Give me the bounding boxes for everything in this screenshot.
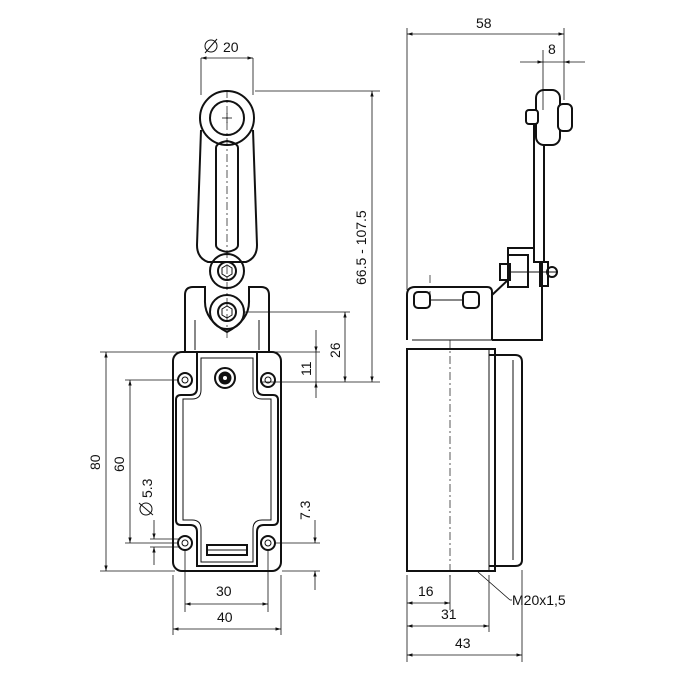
side-roller [525,89,573,146]
cover-screw [214,367,236,389]
hub-mount-height-value: 11 [298,361,314,376]
hole-spacing-horizontal-value: 30 [216,583,232,599]
side-head [406,275,493,341]
mounting-hole-top-right [260,372,276,388]
hole-diameter-label: 5.3 [138,478,155,516]
side-depth-value: 31 [441,606,457,622]
side-total-depth-value: 43 [455,635,471,651]
lever-clamp [209,253,245,289]
front-dimensions: 20 66.5 - 107.5 26 11 80 [87,38,380,635]
hole-spacing-vertical-value: 60 [111,456,127,472]
mounting-hole-bottom-right [260,535,276,551]
lever-length-value: 66.5 - 107.5 [353,210,369,285]
hub-height-value: 26 [327,342,343,358]
mounting-hole-bottom-left [177,535,193,551]
hole-diameter-value: 5.3 [139,478,155,498]
side-dimensions: 58 8 16 31 43 M20x1,5 [406,15,585,662]
roller-offset-value: 8 [548,41,556,57]
body-height-value: 80 [87,454,103,470]
hole-bottom-offset-value: 7.3 [297,500,313,520]
side-lever-mechanism [491,120,558,341]
conduit-thread-value: M20x1,5 [512,592,566,608]
roller-diameter-label: 20 [204,38,239,55]
conduit-offset-value: 16 [418,583,434,599]
side-view: 58 8 16 31 43 M20x1,5 [406,15,585,662]
switch-body [172,351,282,572]
hub [184,286,270,353]
front-view: 20 66.5 - 107.5 26 11 80 [87,38,380,635]
side-body [406,340,523,580]
total-width-side-value: 58 [476,15,492,31]
body-width-value: 40 [217,609,233,625]
roller-diameter-value: 20 [223,39,239,55]
mounting-hole-top-left [177,372,193,388]
